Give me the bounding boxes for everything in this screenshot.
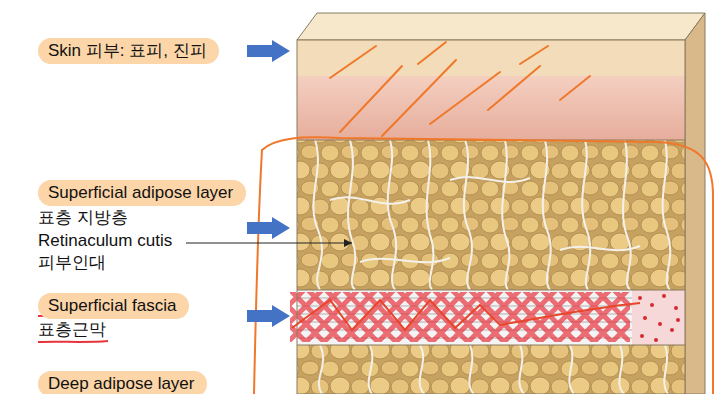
layer-note-text: 피부인대 (38, 253, 106, 273)
layer-note-text: 표층근막 (38, 320, 106, 340)
layer-label: Deep adipose layer (38, 371, 207, 394)
layer-name-text: Superficial adipose layer (48, 183, 233, 203)
layer-note: 표층 지방층 (38, 208, 128, 228)
layer-note-text: 표층 지방층 (38, 208, 128, 228)
layer-name-text: Deep adipose layer (48, 374, 194, 394)
layer-label: Superficial adipose layer (38, 180, 246, 206)
layer-name: Deep adipose layer (48, 374, 197, 394)
layer-note: Retinaculum cutis (38, 231, 172, 251)
layer-name: Superficial fascia (48, 296, 179, 316)
layer-label: Skin 피부: 표피, 진피 (38, 38, 219, 64)
layer-note: 표층근막 (38, 320, 106, 340)
layer-note-text: Retinaculum cutis (38, 231, 172, 251)
layer-name-text: Superficial fascia (48, 296, 177, 316)
layer-name: Superficial adipose layer (48, 183, 236, 203)
layer-name: Skin 피부: 표피, 진피 (48, 41, 209, 61)
layer-name-text: Skin 피부: 표피, 진피 (48, 41, 207, 61)
layer-label: Superficial fascia (38, 293, 189, 319)
layer-note: 피부인대 (38, 253, 106, 273)
